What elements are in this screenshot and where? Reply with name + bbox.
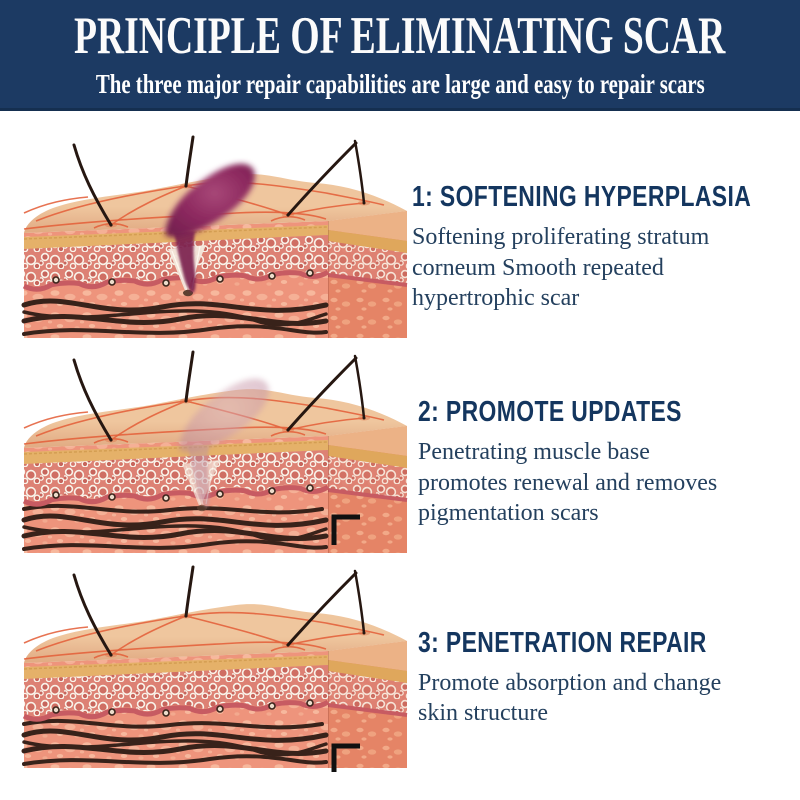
section-body: Softening proliferating stratum corneum … xyxy=(412,224,710,312)
section-body: Penetrating muscle base promotes renewal… xyxy=(418,439,718,527)
section-text-3: 3: PENETRATION REPAIR Promote absorption… xyxy=(414,563,800,778)
scar-mark xyxy=(179,378,269,512)
surface-line xyxy=(270,645,306,652)
crop-mark xyxy=(331,514,360,545)
skin-illustration-2 xyxy=(0,348,414,563)
hair-strand xyxy=(72,143,113,227)
surface-line xyxy=(110,615,187,656)
dermis-fiber xyxy=(22,524,328,542)
skin-front-face xyxy=(21,436,330,553)
surface-line xyxy=(287,417,365,431)
skin-side-face xyxy=(327,426,408,553)
hair-strand xyxy=(72,358,113,442)
section-text-1: 1: SOFTENING HYPERPLASIA Softening proli… xyxy=(408,133,800,348)
section-heading: 3: PENETRATION REPAIR xyxy=(418,626,707,659)
dermis-fiber xyxy=(22,739,328,757)
section-heading: 2: PROMOTE UPDATES xyxy=(418,396,682,429)
dermis-fiber xyxy=(22,503,324,515)
dermis-fiber xyxy=(22,754,328,766)
surface-line xyxy=(23,196,89,214)
dermis-fiber xyxy=(22,324,328,336)
dermis-fiber xyxy=(22,539,328,551)
hair-strand xyxy=(353,139,366,205)
skin-illustration-3 xyxy=(0,563,414,778)
section-body: Promote absorption and change skin struc… xyxy=(418,669,722,726)
surface-line xyxy=(23,626,89,644)
header-banner: PRINCIPLE OF ELIMINATING SCAR The three … xyxy=(0,0,800,111)
dermis-fiber xyxy=(22,309,328,327)
surface-line xyxy=(287,632,365,646)
dermis-fiber xyxy=(21,728,329,743)
content-area: 1: SOFTENING HYPERPLASIA Softening proli… xyxy=(0,111,800,778)
hair-strand xyxy=(184,565,195,618)
skin-illustration-1 xyxy=(0,133,408,348)
dermis-fiber xyxy=(21,298,329,313)
section-heading: 1: SOFTENING HYPERPLASIA xyxy=(412,181,752,214)
section-row-1: 1: SOFTENING HYPERPLASIA Softening proli… xyxy=(0,133,800,348)
dermis-fiber xyxy=(21,513,329,528)
scar-mark xyxy=(165,163,255,297)
hair-strand xyxy=(353,569,366,635)
hair-strand xyxy=(184,135,195,188)
surface-line xyxy=(23,411,89,429)
section-row-2: 2: PROMOTE UPDATES Penetrating muscle ba… xyxy=(0,348,800,563)
hair-strand xyxy=(286,141,358,217)
surface-line xyxy=(270,215,306,222)
surface-line xyxy=(287,202,365,216)
crop-mark xyxy=(331,743,360,772)
surface-line xyxy=(23,641,327,660)
hair-strand xyxy=(286,356,358,432)
surface-line xyxy=(185,615,289,646)
hair-strand xyxy=(184,350,195,403)
page-title: PRINCIPLE OF ELIMINATING SCAR xyxy=(74,7,726,66)
surface-line xyxy=(270,430,306,437)
skin-front-face xyxy=(21,651,330,768)
skin-top-face xyxy=(23,565,407,663)
section-row-3: 3: PENETRATION REPAIR Promote absorption… xyxy=(0,563,800,778)
skin-side-face xyxy=(327,211,408,338)
page-subtitle: The three major repair capabilities are … xyxy=(95,69,705,100)
dermis-fiber xyxy=(22,718,324,730)
skin-side-face xyxy=(327,641,408,768)
hair-strand xyxy=(286,571,358,647)
surface-line xyxy=(110,400,187,441)
hair-strand xyxy=(353,354,366,420)
hair-strand xyxy=(72,573,113,657)
surface-line xyxy=(110,185,187,226)
section-text-2: 2: PROMOTE UPDATES Penetrating muscle ba… xyxy=(414,348,800,563)
surface-line xyxy=(35,611,385,652)
